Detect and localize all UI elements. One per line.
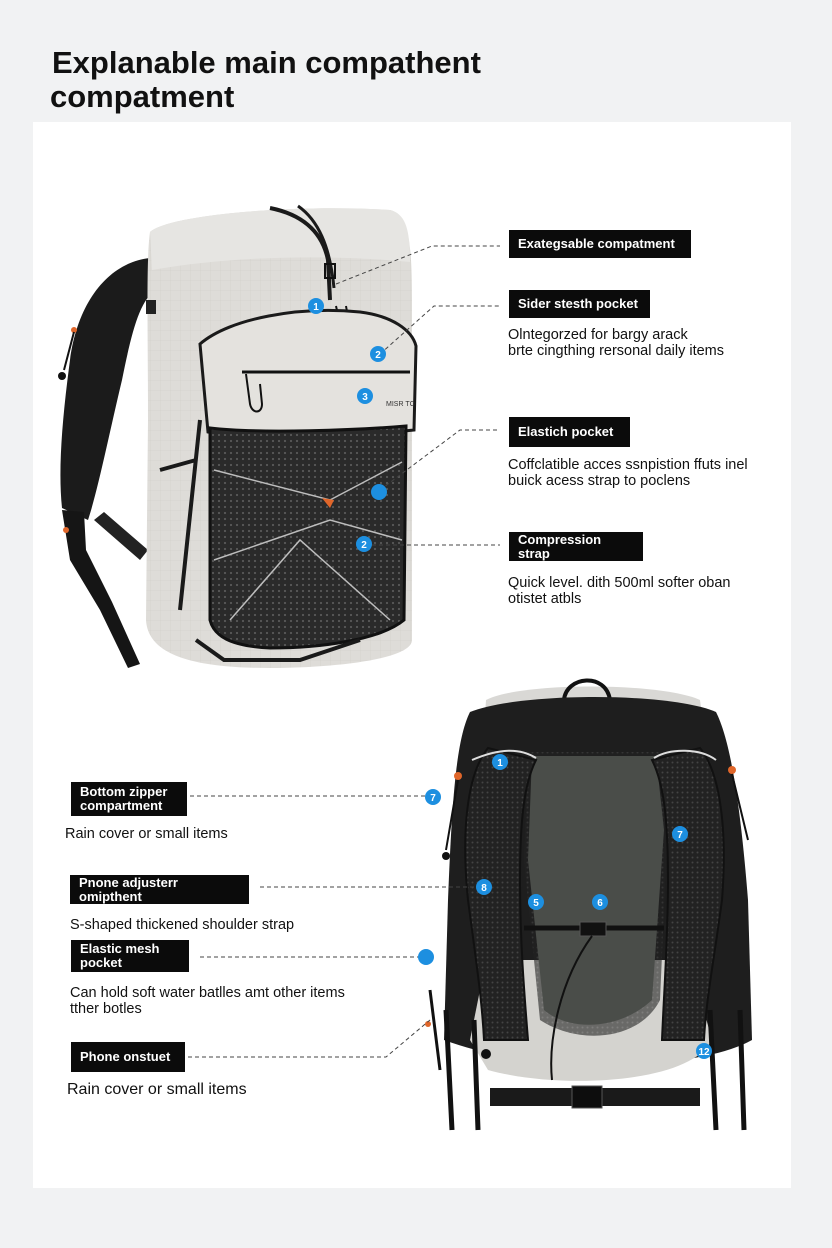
svg-text:7: 7: [430, 793, 436, 804]
callout-label-phone-onstuet: Phone onstuet: [71, 1042, 185, 1072]
marker-back-7a: 7: [425, 789, 441, 805]
marker-back-6: 6: [592, 894, 608, 910]
marker-front-3: 3: [357, 388, 373, 404]
marker-back-1: 1: [492, 754, 508, 770]
front-mesh-pocket: [208, 424, 408, 650]
panel-text: MISR TC: [386, 401, 415, 408]
svg-text:8: 8: [481, 883, 487, 894]
callout-desc-bottom-zipper: Rain cover or small items: [65, 826, 228, 842]
callout-label-side-stretch-pocket: Sider stesth pocket: [509, 290, 650, 318]
callout-label-elastic-pocket: Elastich pocket: [509, 417, 630, 447]
marker-back-dot: [418, 949, 434, 965]
callout-label-phone-adjuster: Pnone adjusterr omipthent: [70, 875, 249, 904]
back-markers: 1 7 7 8 5 6 12: [418, 754, 712, 1059]
svg-text:2: 2: [361, 540, 367, 551]
callout-label-compression-strap: Compression strap: [509, 532, 643, 561]
svg-text:2: 2: [375, 350, 381, 361]
svg-text:5: 5: [533, 898, 539, 909]
marker-front-1: 1: [308, 298, 324, 314]
marker-front-4: [371, 484, 387, 500]
svg-text:7: 7: [677, 830, 683, 841]
svg-text:12: 12: [698, 1047, 710, 1058]
callout-desc-elastic-pocket: Coffclatible acces ssnpistion ffuts inel…: [508, 457, 748, 489]
svg-text:6: 6: [597, 898, 603, 909]
marker-back-12: 12: [696, 1043, 712, 1059]
callout-label-expandable-compartment: Exategsable compatment: [509, 230, 691, 258]
callout-desc-compression-strap: Quick level. dith 500ml softer oban otis…: [508, 575, 731, 607]
back-backpack: [425, 678, 752, 1131]
marker-front-2: 2: [370, 346, 386, 362]
marker-back-8: 8: [476, 879, 492, 895]
callout-desc-phone-adjuster: S-shaped thickened shoulder strap: [70, 917, 295, 933]
callout-desc-elastic-mesh-pocket: Can hold soft water batlles amt other it…: [70, 985, 345, 1017]
callout-label-bottom-zipper: Bottom zipper compartment: [71, 782, 187, 816]
connector-lines: [188, 245, 500, 1058]
front-hip-strap: [62, 510, 140, 668]
front-markers: 1 2 3 2: [308, 298, 387, 552]
callout-desc-phone-onstuet: Rain cover or small items: [67, 1081, 247, 1098]
marker-back-7b: 7: [672, 826, 688, 842]
title-line-1: Explanable main compathent: [52, 45, 481, 80]
page-title: Explanable main compathent compatment: [50, 45, 481, 114]
callout-label-elastic-mesh-pocket: Elastic mesh pocket: [71, 940, 189, 972]
front-backpack: MISR TC: [58, 204, 418, 668]
marker-front-5: 2: [356, 536, 372, 552]
title-line-2: compatment: [50, 79, 235, 114]
svg-text:1: 1: [497, 758, 503, 769]
svg-text:3: 3: [362, 392, 368, 403]
marker-back-5: 5: [528, 894, 544, 910]
svg-text:1: 1: [313, 302, 319, 313]
callout-desc-side-stretch-pocket: Olntegorzed for bargy arack brte cingthi…: [508, 327, 724, 359]
front-shoulder-strap: [60, 258, 156, 520]
